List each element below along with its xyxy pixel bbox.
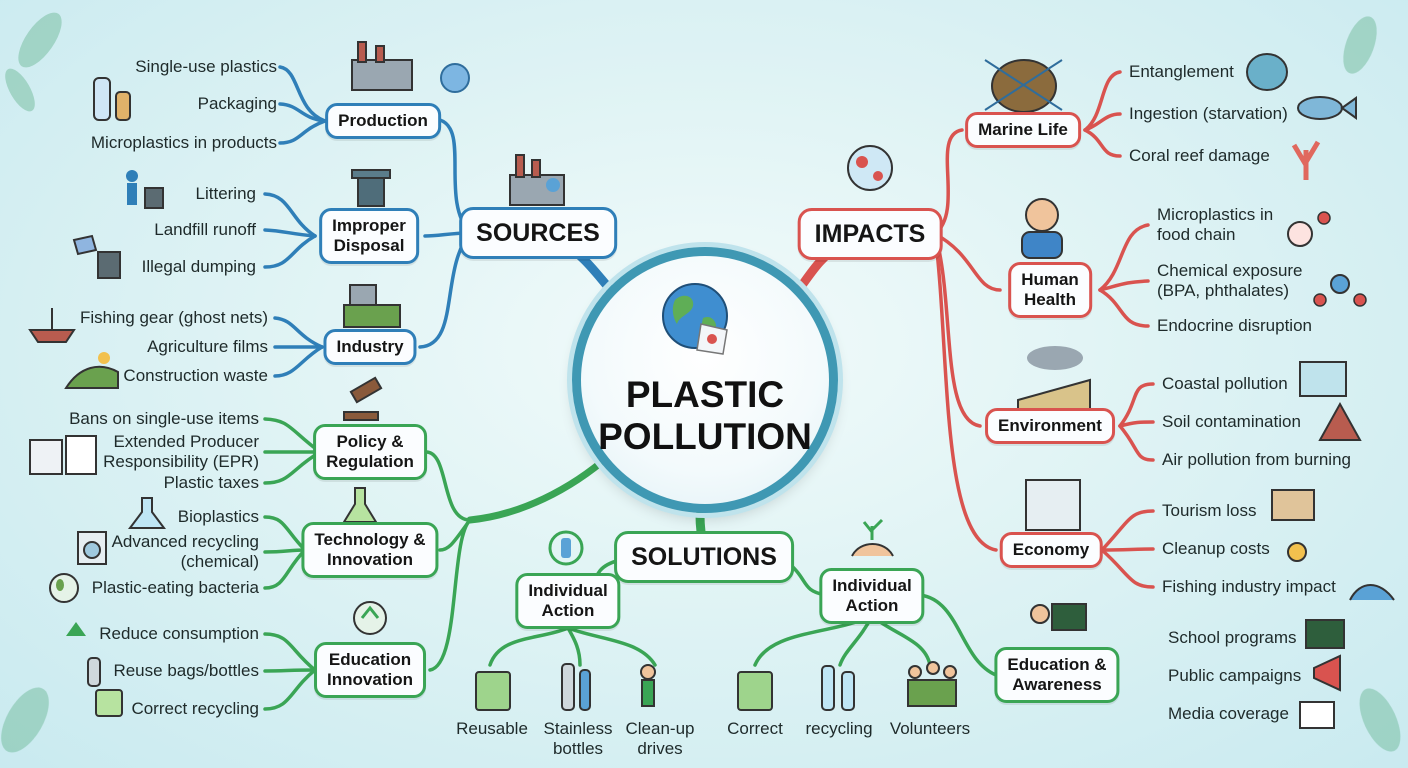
trash-can-icon [351, 169, 391, 207]
sources-node[interactable]: SOURCES [459, 207, 617, 259]
leaf-clean-up-drives: Clean-up drives [625, 719, 695, 758]
dumping-icon [72, 234, 121, 279]
leaf-fishing-gear: Fishing gear (ghost nets) [79, 308, 268, 327]
industry-node[interactable]: Industry [323, 329, 417, 365]
microplastic-globe-icon [847, 145, 893, 191]
economy-node[interactable]: Economy [999, 532, 1103, 568]
leaf-public-campaigns: Public campaigns [1168, 666, 1302, 685]
leaf-littering: Littering [195, 184, 256, 203]
leaf-soil-contamination: Soil contamination [1162, 412, 1301, 431]
recycle-icon [66, 622, 86, 636]
leaf-fishing-industry-impact: Fishing industry impact [1162, 577, 1336, 596]
fish-icon [1297, 96, 1357, 120]
bottles-icon [93, 77, 131, 121]
leaf-plastic-taxes: Plastic taxes [163, 473, 259, 492]
solutions-node[interactable]: SOLUTIONS [614, 531, 794, 583]
globe-with-plastic-bag-icon [662, 283, 728, 355]
leaf-microplastics-in-products: Microplastics in products [90, 133, 277, 152]
leaf-tourism-loss: Tourism loss [1162, 501, 1257, 520]
leaf-agriculture-films: Agriculture films [147, 337, 268, 356]
production-node[interactable]: Production [325, 103, 441, 139]
leaf-correct-recycling: Correct recycling [131, 699, 259, 718]
human-health-node[interactable]: Human Health [1008, 262, 1092, 318]
gavel-icon [343, 376, 383, 421]
center-title: PLASTIC POLLUTION [598, 374, 812, 457]
leaf-cleanup-costs: Cleanup costs [1162, 539, 1270, 558]
individual-action-node-1[interactable]: Individual Action [515, 573, 621, 629]
corner-leaves-icon [1, 12, 1401, 753]
leaf-bioplastics: Bioplastics [177, 507, 259, 526]
marine-life-node[interactable]: Marine Life [965, 112, 1081, 148]
washing-machine-icon [77, 531, 107, 565]
leaf-single-use-plastics: Single-use plastics [135, 57, 277, 76]
coast-cloud-icon [1017, 346, 1362, 441]
government-building-icon [29, 435, 97, 475]
leaf-endocrine-disruption: Endocrine disruption [1157, 316, 1312, 335]
leaf-coastal-pollution: Coastal pollution [1162, 374, 1288, 393]
leaf-correct: Correct [727, 719, 783, 738]
center-node: PLASTIC POLLUTION [572, 247, 838, 513]
person-drinking-icon [1021, 198, 1063, 259]
policy-regulation-node[interactable]: Policy & Regulation [313, 424, 427, 480]
individual-action-node-2[interactable]: Individual Action [819, 568, 925, 624]
fishing-boat-icon [28, 308, 76, 343]
recycle-bacteria-icon [353, 601, 387, 635]
leaf-chemical-exposure: Chemical exposure (BPA, phthalates) [1157, 261, 1303, 300]
hotel-icon [1025, 479, 1395, 601]
technology-innovation-node[interactable]: Technology & Innovation [301, 522, 439, 578]
leaf-microplastics-food-chain: Microplastics in food chain [1157, 205, 1274, 244]
leaf-air-pollution: Air pollution from burning [1162, 450, 1351, 469]
factory-icon [509, 154, 565, 206]
production-factory-icon [351, 41, 470, 93]
environment-node[interactable]: Environment [985, 408, 1115, 444]
bottom-solution-icons [475, 661, 957, 711]
leaf-epr: Extended Producer Responsibility (EPR) [103, 432, 259, 471]
education-innovation-node[interactable]: Education Innovation [314, 642, 426, 698]
leaf-bans-single-use: Bans on single-use items [69, 409, 259, 428]
leaf-plastic-eating-bacteria: Plastic-eating bacteria [91, 578, 259, 597]
industry-farm-icon [343, 284, 401, 328]
leaf-reuse-bags-bottles: Reuse bags/bottles [113, 661, 259, 680]
coral-icon [1291, 140, 1321, 180]
leaf-recycling: recycling [805, 719, 873, 738]
leaf-stainless-bottles: Stainless bottles [543, 719, 613, 758]
education-awareness-node[interactable]: Education & Awareness [994, 647, 1120, 703]
leaf-coral-reef-damage: Coral reef damage [1129, 146, 1270, 165]
leaf-ingestion: Ingestion (starvation) [1129, 104, 1288, 123]
field-icon [64, 352, 119, 389]
impacts-node[interactable]: IMPACTS [797, 208, 943, 260]
leaf-illegal-dumping: Illegal dumping [141, 257, 256, 276]
leaf-reusable: Reusable [456, 719, 528, 738]
leaf-reduce-consumption: Reduce consumption [99, 624, 259, 643]
litter-person-icon [126, 170, 164, 209]
leaf-advanced-recycling: Advanced recycling (chemical) [111, 532, 259, 571]
leaf-entanglement: Entanglement [1129, 62, 1234, 81]
reusable-bottle-icon [87, 657, 123, 717]
leaf-packaging: Packaging [197, 94, 277, 113]
improper-disposal-node[interactable]: Improper Disposal [319, 208, 419, 264]
leaf-volunteers: Volunteers [889, 719, 971, 738]
leaf-school-programs: School programs [1168, 628, 1297, 647]
leaf-landfill-runoff: Landfill runoff [154, 220, 256, 239]
molecule-icon [1287, 211, 1367, 307]
leaf-construction-waste: Construction waste [123, 366, 268, 385]
hands-plant-icon [548, 518, 894, 566]
marine-turtle-icon [984, 53, 1288, 113]
leaf-media-coverage: Media coverage [1168, 704, 1289, 723]
bacteria-icon [49, 573, 79, 603]
teacher-icon [1030, 603, 1345, 729]
